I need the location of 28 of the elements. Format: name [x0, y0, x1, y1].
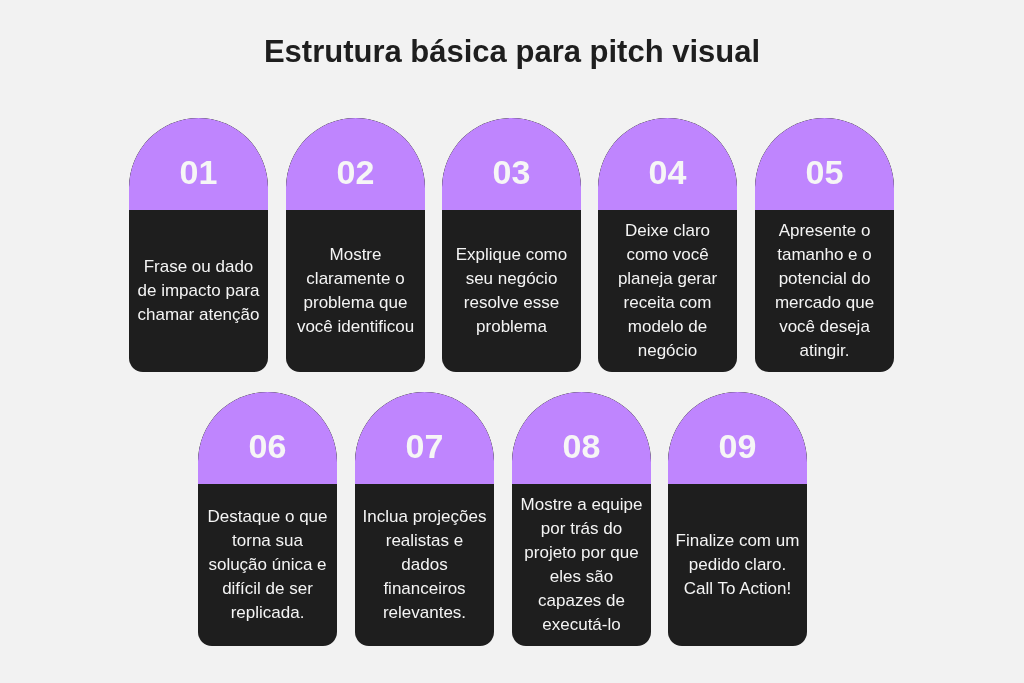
step-number: 02 — [336, 152, 375, 192]
step-description: Destaque o que torna sua solução única e difícil de ser replicada. — [206, 506, 329, 624]
step-description: Mostre a equipe por trás do projeto por que eles são capazes de executá-lo — [519, 494, 644, 636]
step-card — [598, 118, 737, 372]
step-card — [129, 118, 268, 372]
step-card — [512, 392, 651, 646]
step-number: 08 — [562, 426, 601, 466]
step-description: Mostre claramente o problema que você identificou — [295, 244, 416, 338]
step-card — [355, 392, 494, 646]
step-card — [198, 392, 337, 646]
step-description: Finalize com um pedido claro. Call To Action! — [674, 530, 801, 600]
step-card — [668, 392, 807, 646]
step-number: 06 — [248, 426, 287, 466]
step-description: Explique como seu negócio resolve esse problema — [454, 244, 569, 338]
step-description: Frase ou dado de impacto para chamar atenção — [136, 256, 261, 326]
step-number: 05 — [805, 152, 844, 192]
step-number: 09 — [718, 426, 757, 466]
step-description: Inclua projeções realistas e dados financeiros relevantes. — [361, 506, 488, 624]
step-card — [442, 118, 581, 372]
step-description: Deixe claro como você planeja gerar receita com modelo de negócio — [616, 220, 719, 362]
step-number: 07 — [405, 426, 444, 466]
page-title: Estrutura básica para pitch visual — [263, 34, 761, 69]
step-number: 03 — [492, 152, 531, 192]
step-card — [755, 118, 894, 372]
step-description: Apresente o tamanho e o potencial do mercado que você deseja atingir. — [773, 220, 876, 362]
step-card — [286, 118, 425, 372]
step-number: 04 — [648, 152, 687, 192]
step-number: 01 — [179, 152, 218, 192]
